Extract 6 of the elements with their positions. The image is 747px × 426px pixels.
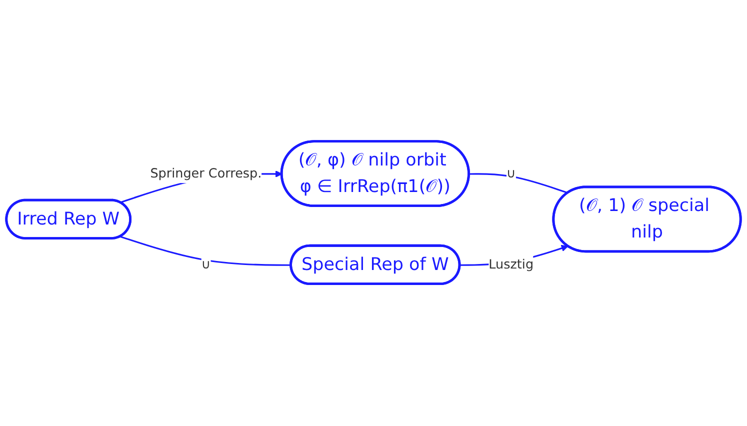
connector (120, 236, 292, 266)
edge-label: Lusztig (488, 257, 534, 272)
connector (469, 174, 568, 194)
edge-label: ∪ (506, 166, 516, 182)
edge-label: ∪ (201, 257, 211, 272)
edge-label: Springer Corresp. (150, 166, 262, 182)
